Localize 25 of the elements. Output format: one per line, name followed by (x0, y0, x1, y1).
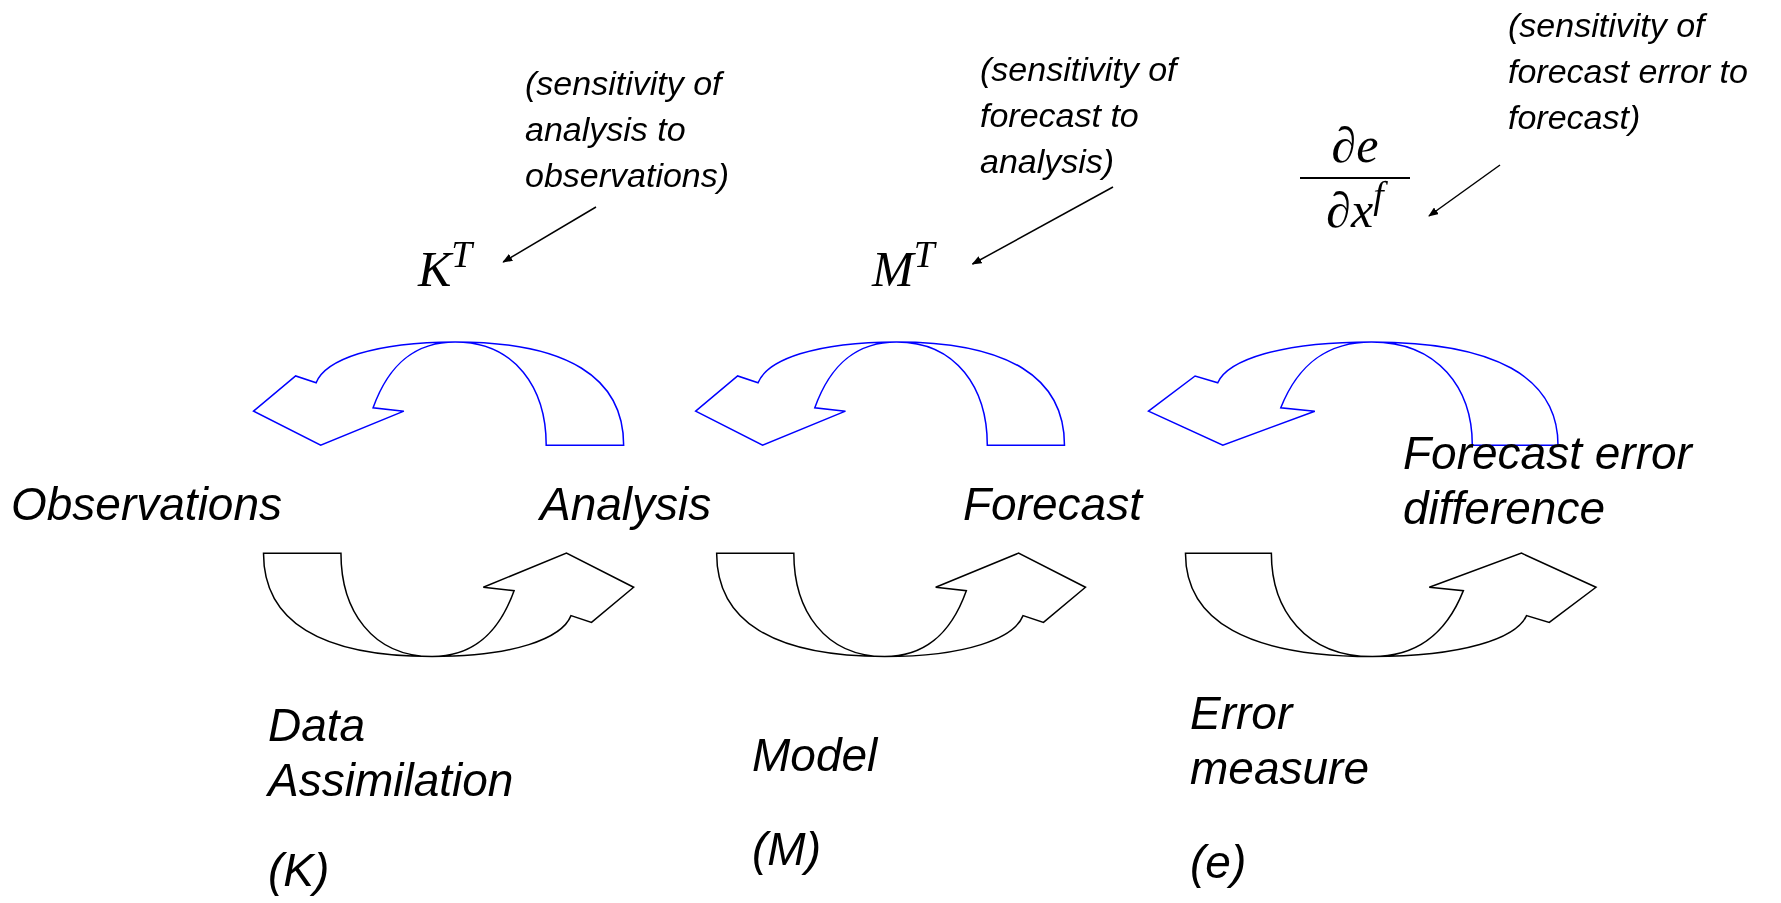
annotation-text: (sensitivity of forecast error to forecast) (1508, 2, 1773, 140)
variable-label: Analysis (540, 470, 712, 539)
step-label: (e) (1190, 835, 1247, 890)
step-label: (M) (752, 822, 821, 877)
curved-block-arrow (715, 552, 1087, 658)
annotation-text: (sensitivity of forecast to analysis) (980, 46, 1250, 184)
leader-arrow (502, 206, 597, 263)
curved-block-arrow (262, 552, 635, 658)
curved-block-arrow (694, 341, 1066, 446)
step-label: Data Assimilation (268, 698, 515, 809)
curved-block-arrow (1184, 552, 1597, 658)
step-label: Model (752, 728, 878, 783)
step-label: (K) (268, 843, 330, 898)
variable-label: Observations (11, 470, 282, 539)
variable-label: Forecast (963, 470, 1142, 539)
variable-label: Forecast error difference (1403, 426, 1773, 537)
curved-block-arrow (1147, 341, 1559, 446)
matrix-symbol: K$^{T}$ (412, 232, 479, 307)
leader-arrow (1428, 164, 1501, 217)
step-label: Error measure (1190, 686, 1370, 797)
curved-block-arrow (252, 341, 625, 446)
leader-arrow (971, 186, 1114, 265)
numerator: ∂e (1331, 118, 1379, 173)
annotation-text: (sensitivity of analysis to observations) (525, 60, 805, 198)
matrix-symbol: M$^{T}$ (866, 232, 941, 307)
